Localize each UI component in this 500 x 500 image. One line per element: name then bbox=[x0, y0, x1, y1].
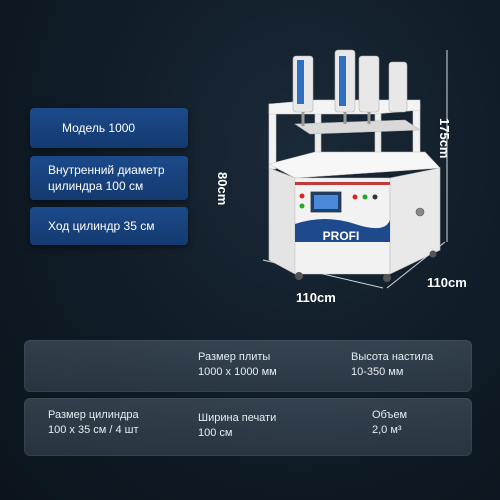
volume-info: Объем 2,0 м³ bbox=[372, 408, 407, 438]
info-panel-top bbox=[24, 340, 472, 392]
plate-size-info: Размер плиты 1000 x 1000 мм bbox=[198, 350, 277, 380]
depth-dimension-label: 110cm bbox=[427, 275, 467, 290]
plate-size-label: Размер плиты bbox=[198, 351, 271, 363]
cylinder-size-info: Размер цилиндра 100 x 35 см / 4 шт bbox=[48, 408, 139, 438]
print-width-info: Ширина печати 100 см bbox=[198, 411, 276, 441]
cylinder-diameter-card: Внутренний диаметр цилиндра 100 см bbox=[30, 156, 188, 200]
cylinder-size-value: 100 x 35 см / 4 шт bbox=[48, 424, 139, 436]
base-height-dimension-label: 80cm bbox=[215, 172, 230, 206]
brand-logo: PROFI bbox=[323, 229, 360, 243]
floor-height-info: Высота настила 10-350 мм bbox=[351, 350, 433, 380]
cylinder-group bbox=[292, 49, 408, 126]
print-width-label: Ширина печати bbox=[198, 412, 277, 424]
plate-size-value: 1000 x 1000 мм bbox=[198, 366, 277, 378]
model-label: Модель 1000 bbox=[62, 121, 136, 135]
floor-height-value: 10-350 мм bbox=[351, 366, 404, 378]
width-dimension-label: 110cm bbox=[296, 290, 336, 305]
stroke-card: Ход цилиндр 35 см bbox=[30, 207, 188, 245]
volume-label: Объем bbox=[372, 409, 408, 421]
cylinder-diameter-label: Внутренний диаметр цилиндра 100 см bbox=[48, 162, 165, 194]
cylinder-diameter-line2: цилиндра 100 см bbox=[48, 179, 144, 193]
height-dimension-label: 175cm bbox=[437, 118, 452, 159]
volume-value: 2,0 м³ bbox=[372, 424, 402, 436]
brand-band bbox=[295, 219, 390, 242]
stroke-label: Ход цилиндр 35 см bbox=[48, 219, 155, 233]
press-machine-illustration: PROFI bbox=[262, 49, 448, 289]
floor-height-label: Высота настила bbox=[351, 351, 434, 363]
print-width-value: 100 см bbox=[198, 427, 233, 439]
cylinder-size-label: Размер цилиндра bbox=[48, 409, 139, 421]
info-panel-bottom bbox=[24, 398, 472, 456]
model-card: Модель 1000 bbox=[30, 108, 188, 148]
cylinder-diameter-line1: Внутренний диаметр bbox=[48, 163, 165, 177]
